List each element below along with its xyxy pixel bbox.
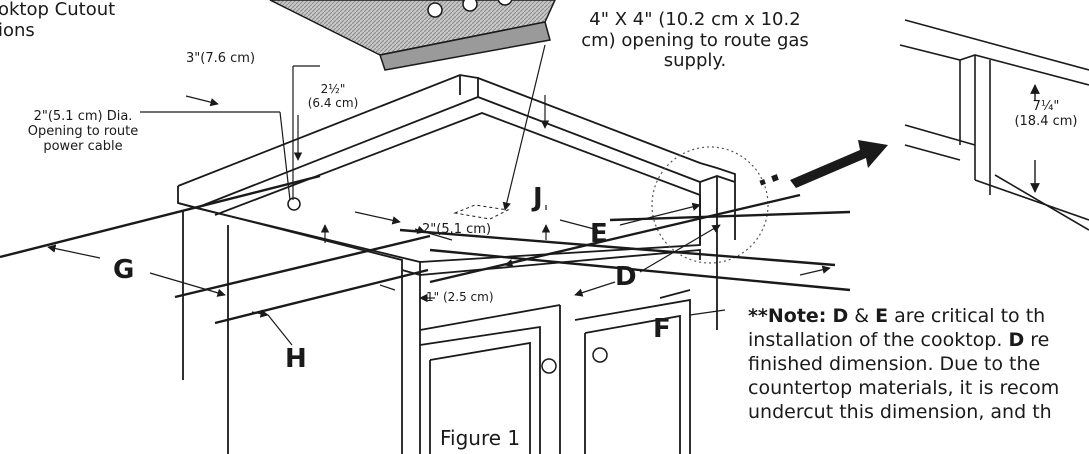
leader-lines [47, 44, 831, 346]
power-opening-icon [287, 197, 301, 211]
gas-opening-callout: 4" X 4" (10.2 cm x 10.2 cm) opening to r… [581, 9, 809, 72]
dimension-letter-f: F [653, 314, 671, 344]
cooktop-unit [269, 0, 556, 71]
gas-opening-outline [453, 204, 510, 220]
door-knob-icon [541, 358, 557, 374]
dimension-letter-j: J [533, 183, 543, 213]
dimension-2in-label: 2"(5.1 cm) [422, 222, 492, 237]
page-title: oktop Cutout ions [0, 0, 116, 41]
dimension-2-5in-label: 2½" (6.4 cm) [307, 82, 359, 110]
dimension-letter-e: E [590, 219, 608, 249]
knob-icon [462, 0, 478, 12]
power-cable-callout: 2"(5.1 cm) Dia. Opening to route power c… [27, 109, 139, 154]
countertop-outline [177, 74, 736, 454]
dimension-3in-label: 3"(7.6 cm) [186, 51, 256, 66]
dimension-letter-d: D [615, 262, 637, 292]
figure-caption: Figure 1 [440, 426, 521, 450]
door-knob-icon [592, 347, 608, 363]
dimension-7-25in-label: 7¼" (18.4 cm) [1014, 99, 1078, 129]
dimension-letter-h: H [285, 344, 307, 374]
dimension-lines [0, 174, 851, 325]
knob-icon [427, 2, 443, 18]
dimension-1in-label: 1" (2.5 cm) [426, 290, 494, 304]
installation-note: **Note: D & E are critical to th install… [748, 305, 1060, 423]
dimension-letter-g: G [113, 255, 135, 285]
detail-arrow-icon [759, 140, 888, 188]
knob-icon [497, 0, 513, 6]
detail-callout-circle [651, 146, 769, 264]
detail-view [899, 19, 1089, 231]
